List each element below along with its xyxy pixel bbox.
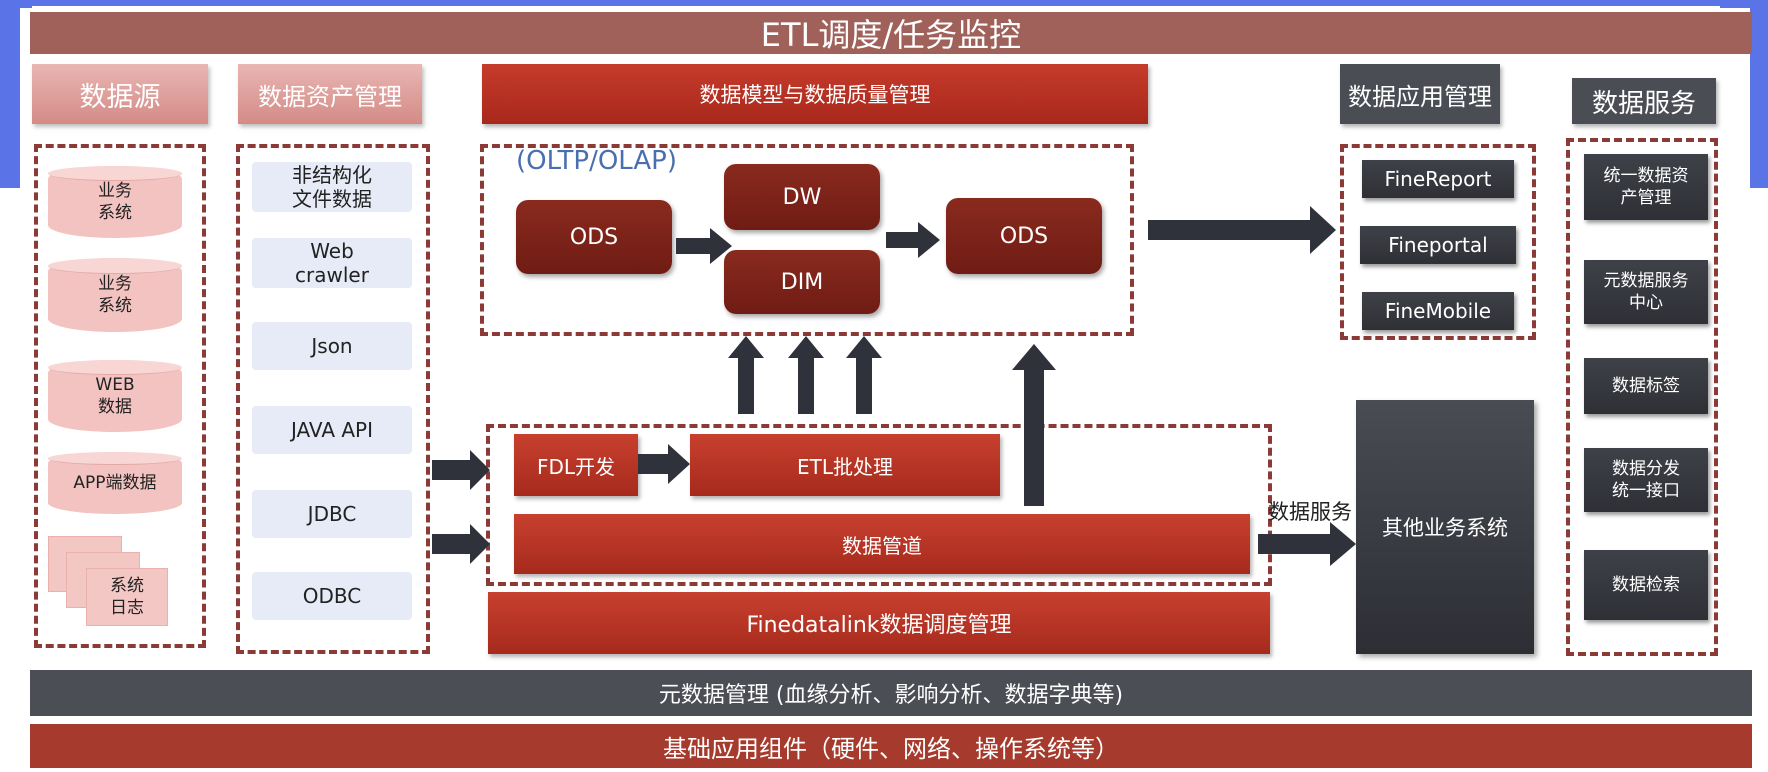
scheduler-box: Finedatalink数据调度管理 [488,592,1270,654]
source-app-data: APP端数据 [48,452,182,514]
service-label: 数据检索 [1612,575,1680,595]
asset-json: Json [252,322,412,370]
warehouse-container [480,144,1134,336]
service-distribution-api: 数据分发 统一接口 [1584,448,1708,512]
data-source-title: 数据源 [79,81,161,113]
data-service-arrow-label: 数据服务 [1268,500,1352,524]
scheduler-label: Finedatalink数据调度管理 [746,613,1012,638]
other-systems-label: 其他业务系统 [1382,516,1508,540]
warehouse-label: (OLTP/OLAP) [516,146,677,176]
arrow-ods-to-dw [676,228,732,264]
etl-monitor-bar: ETL调度/任务监控 [30,12,1752,54]
asset-unstructured-files: 非结构化 文件数据 [252,162,412,212]
source-web-data: WEB 数据 [48,360,182,432]
asset-odbc: ODBC [252,572,412,620]
ods-source-label: ODS [569,224,619,250]
data-asset-container [236,144,430,654]
base-components-label: 基础应用组件（硬件、网络、操作系统等） [663,734,1119,763]
app-label: Fineportal [1388,233,1488,257]
arrow-pipeline-up [1012,344,1056,506]
data-asset-title: 数据资产管理 [258,82,402,111]
asset-web-crawler: Web crawler [252,238,412,288]
data-pipeline-label: 数据管道 [842,533,922,558]
asset-label: JAVA API [290,418,374,442]
source-label: 业务 系统 [98,181,132,223]
asset-label: JDBC [307,502,357,526]
source-label: 业务 系统 [98,274,132,316]
asset-label: Json [311,334,353,358]
arrow-dw-to-ods [886,222,940,258]
data-source-header: 数据源 [32,64,208,124]
data-source-container [34,144,206,648]
arrow-assets-to-pipeline [432,524,490,564]
other-business-systems: 其他业务系统 [1356,400,1534,654]
app-mgmt-title: 数据应用管理 [1348,82,1492,111]
arrow-fdl-to-etl [638,444,690,484]
arrow-etl-up-1 [728,336,764,414]
service-label: 统一数据资 产管理 [1603,166,1689,208]
source-label: APP端数据 [73,473,157,493]
service-label: 元数据服务 中心 [1603,271,1689,313]
service-metadata-center: 元数据服务 中心 [1584,260,1708,324]
data-pipeline-box: 数据管道 [514,514,1250,574]
service-label: 数据标签 [1612,376,1680,396]
app-finereport: FineReport [1362,160,1514,198]
app-finemobile: FineMobile [1362,292,1514,330]
service-asset-mgmt: 统一数据资 产管理 [1584,154,1708,220]
asset-java-api: JAVA API [252,406,412,454]
ods-source-layer: ODS [516,200,672,274]
arrow-pipeline-to-systems [1258,522,1356,566]
ods-output-layer: ODS [946,198,1102,274]
source-business-system-1: 业务 系统 [48,166,182,238]
asset-label: ODBC [302,584,362,608]
fdl-dev-box: FDL开发 [514,434,638,496]
base-components-bar: 基础应用组件（硬件、网络、操作系统等） [30,724,1752,768]
service-data-tags: 数据标签 [1584,358,1708,414]
dw-layer: DW [724,164,880,230]
app-fineportal: Fineportal [1360,226,1516,264]
arrow-warehouse-to-apps [1148,206,1336,254]
app-container [1340,144,1536,340]
app-label: FineReport [1384,167,1492,191]
service-container [1566,138,1718,656]
source-label: 系统 日志 [110,576,144,618]
app-label: FineMobile [1384,299,1492,323]
etl-batch-label: ETL批处理 [797,454,893,479]
source-system-log: 系统 日志 [86,568,168,626]
arrow-assets-to-fdl [432,450,490,490]
arrow-etl-up-3 [846,336,882,414]
model-quality-title: 数据模型与数据质量管理 [699,83,931,107]
dim-label: DIM [780,269,824,295]
data-asset-header: 数据资产管理 [238,64,422,124]
asset-label: 非结构化 文件数据 [292,163,372,211]
asset-label: Web crawler [295,239,369,287]
dim-layer: DIM [724,250,880,314]
fdl-dev-label: FDL开发 [536,454,616,479]
etl-batch-box: ETL批处理 [690,434,1000,496]
dw-label: DW [782,184,822,210]
metadata-mgmt-label: 元数据管理 (血缘分析、影响分析、数据字典等) [658,683,1124,708]
data-service-title: 数据服务 [1591,88,1696,119]
metadata-mgmt-bar: 元数据管理 (血缘分析、影响分析、数据字典等) [30,670,1752,716]
etl-monitor-title: ETL调度/任务监控 [760,16,1022,54]
source-business-system-2: 业务 系统 [48,258,182,332]
arrow-etl-up-2 [788,336,824,414]
service-data-search: 数据检索 [1584,550,1708,620]
model-quality-header: 数据模型与数据质量管理 [482,64,1148,124]
ods-output-label: ODS [999,223,1049,249]
data-service-header: 数据服务 [1572,78,1716,124]
app-mgmt-header: 数据应用管理 [1340,64,1500,124]
frame-top-edge [0,0,1768,6]
source-label: WEB 数据 [95,375,135,417]
asset-jdbc: JDBC [252,490,412,538]
service-label: 数据分发 统一接口 [1612,459,1680,501]
processing-container [486,424,1272,586]
